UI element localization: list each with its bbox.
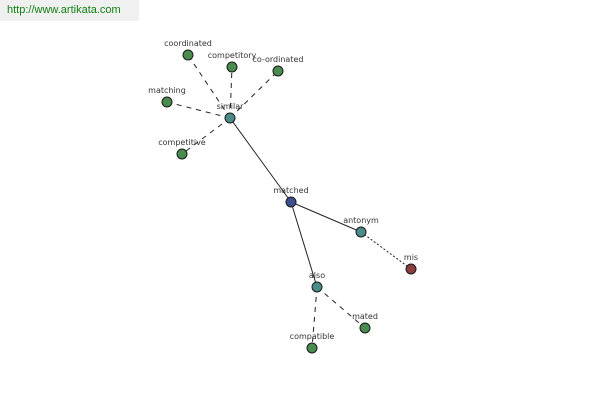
- word-node-mated[interactable]: [359, 322, 371, 334]
- edge-matched-antonym: [290, 201, 362, 233]
- center-node-matched[interactable]: [285, 196, 297, 208]
- word-label-competitory[interactable]: competitory: [208, 51, 257, 60]
- edge-antonym-mis: [360, 231, 412, 270]
- relation-node-antonym[interactable]: [355, 226, 367, 238]
- word-node-competitive[interactable]: [176, 148, 188, 160]
- word-label-competitive[interactable]: competitive: [158, 138, 206, 147]
- edge-similar-competitory: [229, 66, 233, 119]
- word-label-co-ordinated[interactable]: co-ordinated: [253, 55, 304, 64]
- edge-also-mated: [316, 286, 366, 329]
- word-node-co-ordinated[interactable]: [272, 65, 284, 77]
- edge-similar-matching: [166, 101, 231, 119]
- relation-label-also[interactable]: also: [309, 271, 325, 280]
- word-label-mis[interactable]: mis: [404, 253, 418, 262]
- watermark-bar: http://www.artikata.com: [0, 0, 139, 21]
- word-label-matching[interactable]: matching: [148, 86, 186, 95]
- word-label-mated[interactable]: mated: [352, 312, 378, 321]
- edge-similar-co-ordinated: [229, 70, 279, 119]
- watermark-link[interactable]: http://www.artikata.com: [7, 4, 121, 16]
- word-node-coordinated[interactable]: [182, 49, 194, 61]
- edge-matched-similar: [229, 117, 292, 203]
- word-node-matching[interactable]: [161, 96, 173, 108]
- edge-similar-coordinated: [187, 54, 231, 119]
- relation-label-similar[interactable]: similar: [217, 102, 245, 111]
- word-node-mis[interactable]: [405, 263, 417, 275]
- word-node-compatible[interactable]: [306, 342, 318, 354]
- word-label-coordinated[interactable]: coordinated: [164, 39, 212, 48]
- edge-matched-also: [290, 201, 318, 288]
- center-label-matched[interactable]: matched: [273, 186, 308, 195]
- relation-label-antonym[interactable]: antonym: [343, 216, 379, 225]
- edge-also-compatible: [311, 286, 318, 349]
- word-node-competitory[interactable]: [226, 61, 238, 73]
- relation-node-also[interactable]: [311, 281, 323, 293]
- edge-similar-competitive: [181, 117, 231, 155]
- relation-node-similar[interactable]: [224, 112, 236, 124]
- word-label-compatible[interactable]: compatible: [290, 332, 335, 341]
